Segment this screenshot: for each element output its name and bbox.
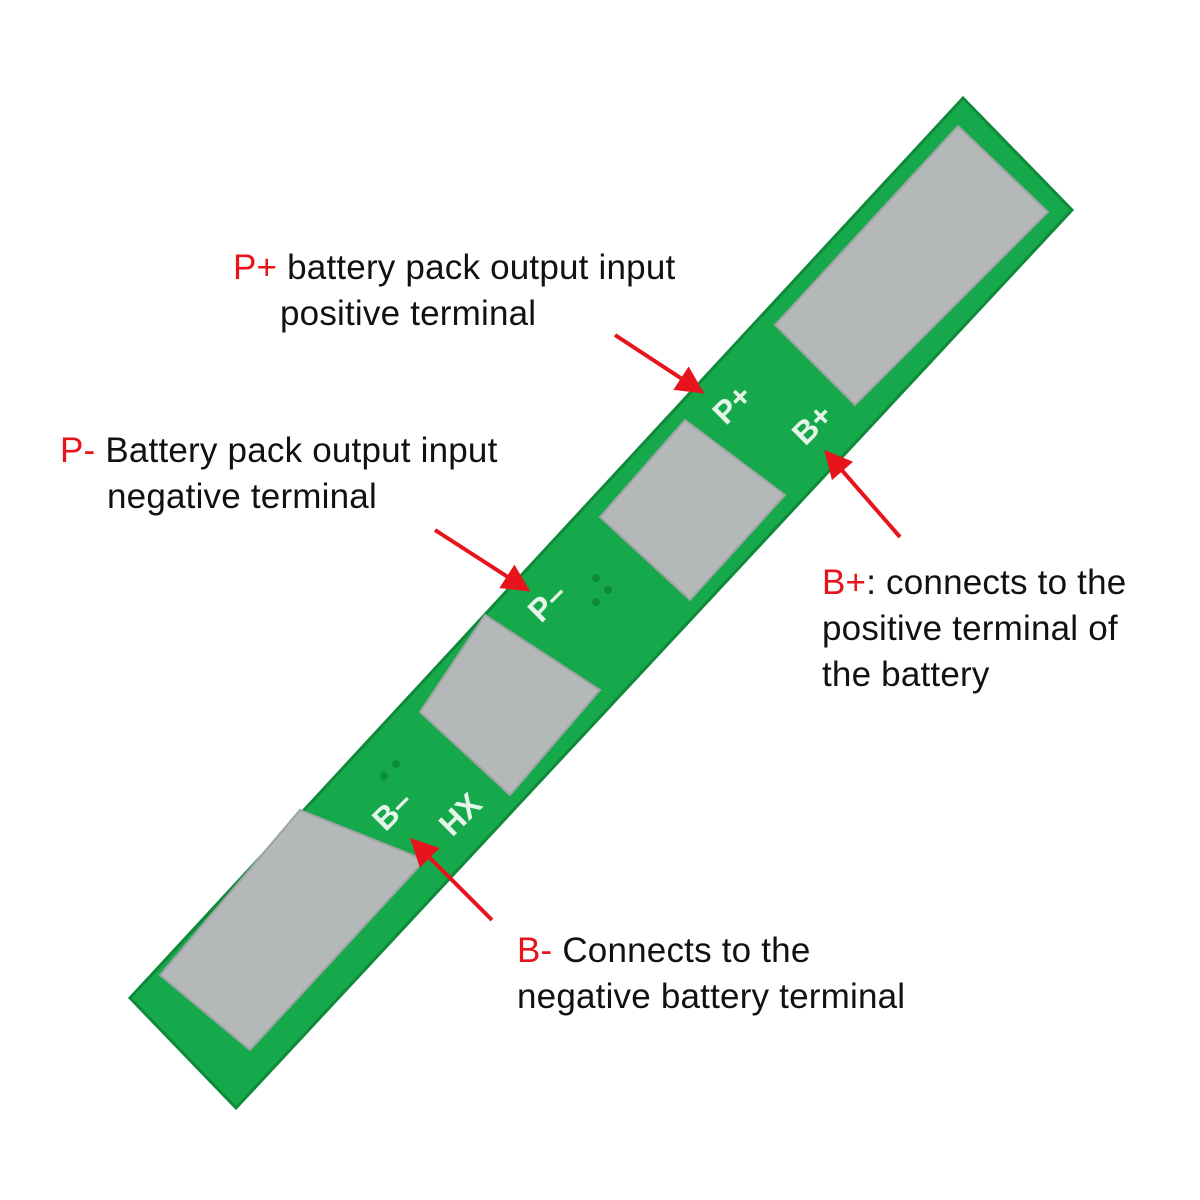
- callout-line: P+ battery pack output input: [233, 245, 675, 291]
- callout-text: : connects to the: [866, 563, 1127, 602]
- callout-text: battery pack output input: [277, 248, 676, 287]
- arrow-b-plus: [824, 449, 902, 539]
- callout-key: B+: [822, 563, 867, 602]
- via-dot: [604, 586, 612, 594]
- via-cluster: [380, 574, 612, 780]
- callout-line: P- Battery pack output input: [60, 428, 498, 474]
- callout-key: P-: [60, 431, 96, 470]
- arrow-p-plus: [613, 333, 705, 394]
- callout-key: B-: [517, 931, 553, 970]
- callout-p-plus: P+ battery pack output input positive te…: [233, 245, 675, 337]
- arrow-b-minus: [410, 838, 494, 922]
- callout-b-plus: B+: connects to the positive terminal of…: [822, 560, 1126, 698]
- pad-b-minus: [158, 808, 427, 1052]
- callout-p-minus: P- Battery pack output input negative te…: [60, 428, 498, 520]
- pad-p-plus: [598, 418, 787, 602]
- pad-p-minus: [418, 613, 602, 797]
- via-dot: [380, 772, 388, 780]
- callout-key: P+: [233, 248, 278, 287]
- via-dot: [592, 574, 600, 582]
- via-dot: [592, 598, 600, 606]
- pad-b-plus: [773, 124, 1050, 407]
- callout-line: negative terminal: [107, 477, 377, 516]
- callout-text: Battery pack output input: [95, 431, 498, 470]
- callout-line: negative battery terminal: [517, 977, 906, 1016]
- arrow-p-minus: [433, 528, 531, 592]
- callout-line: positive terminal of: [822, 609, 1118, 648]
- via-dot: [392, 760, 400, 768]
- callout-line: positive terminal: [280, 294, 537, 333]
- callout-line: B+: connects to the: [822, 560, 1126, 606]
- callout-b-minus: B- Connects to the negative battery term…: [517, 928, 905, 1020]
- callout-line: the battery: [822, 655, 990, 694]
- callout-line: B- Connects to the: [517, 928, 905, 974]
- callout-text: Connects to the: [552, 931, 811, 970]
